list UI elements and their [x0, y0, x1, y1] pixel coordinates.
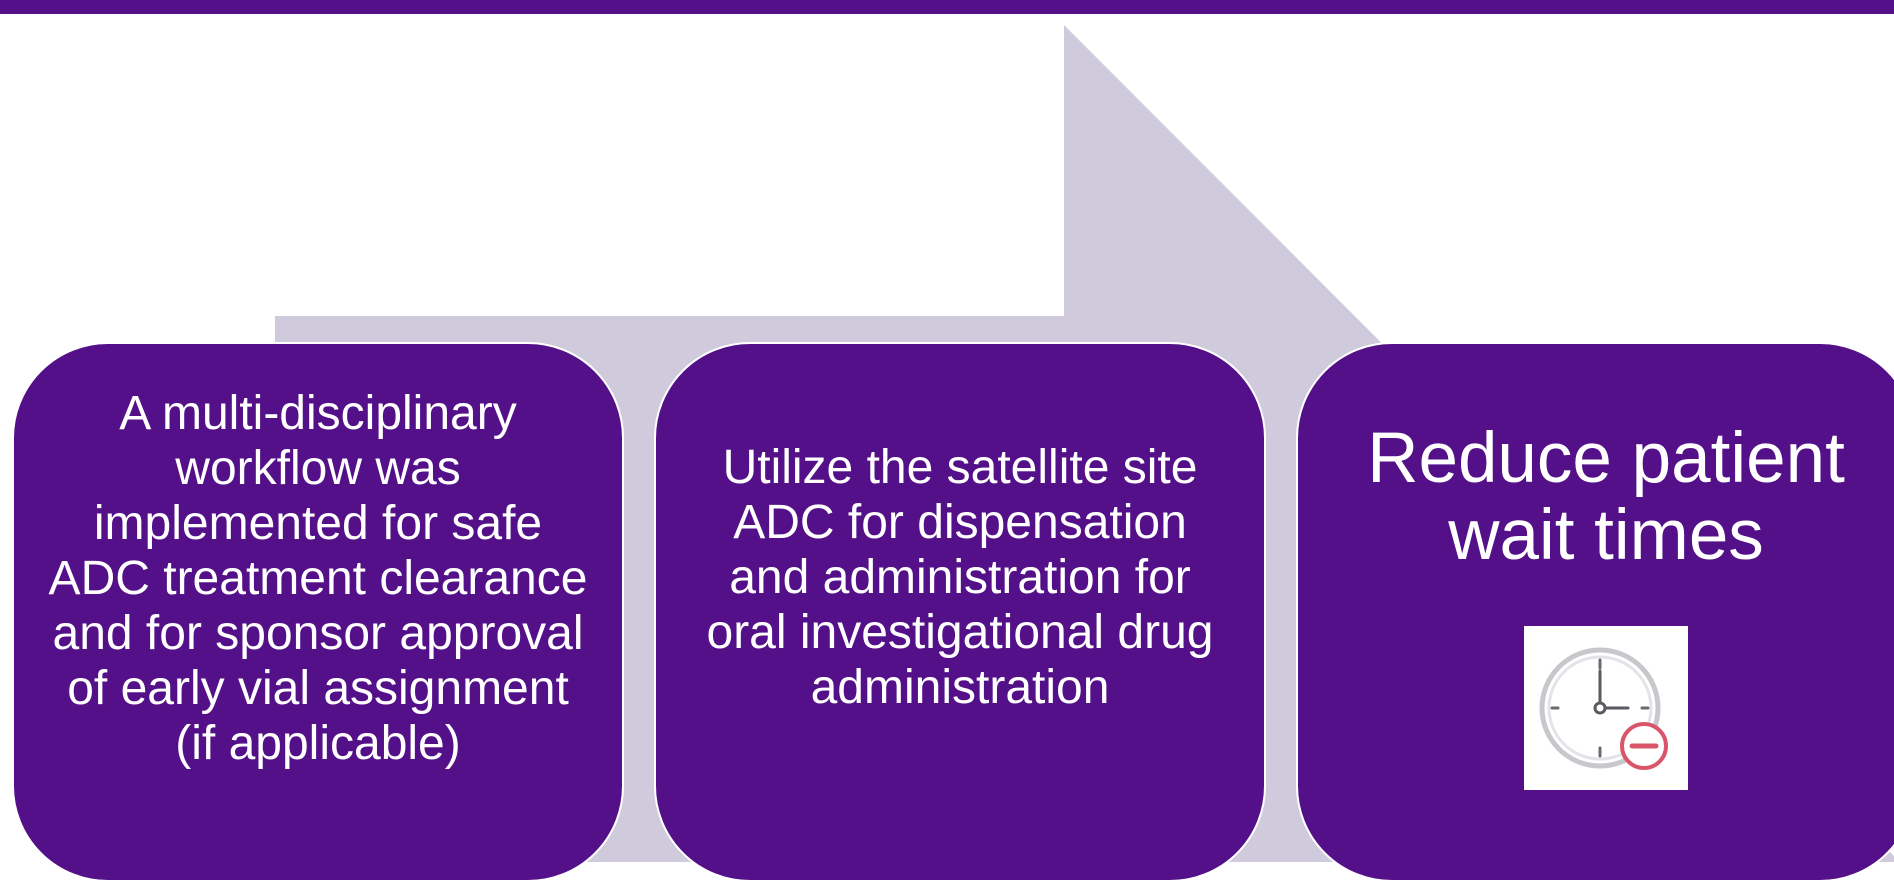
step-box-3: Reduce patient wait times [1296, 342, 1894, 882]
step-1-text: A multi-disciplinary workflow was implem… [48, 387, 588, 770]
step-box-1: A multi-disciplinary workflow was implem… [12, 342, 624, 882]
step-2-text: Utilize the satellite site ADC for dispe… [706, 441, 1214, 714]
step-box-2: Utilize the satellite site ADC for dispe… [654, 342, 1266, 882]
step-3-text: Reduce patient wait times [1367, 419, 1845, 575]
header-bar [0, 0, 1894, 14]
clock-minus-icon [1524, 626, 1688, 790]
